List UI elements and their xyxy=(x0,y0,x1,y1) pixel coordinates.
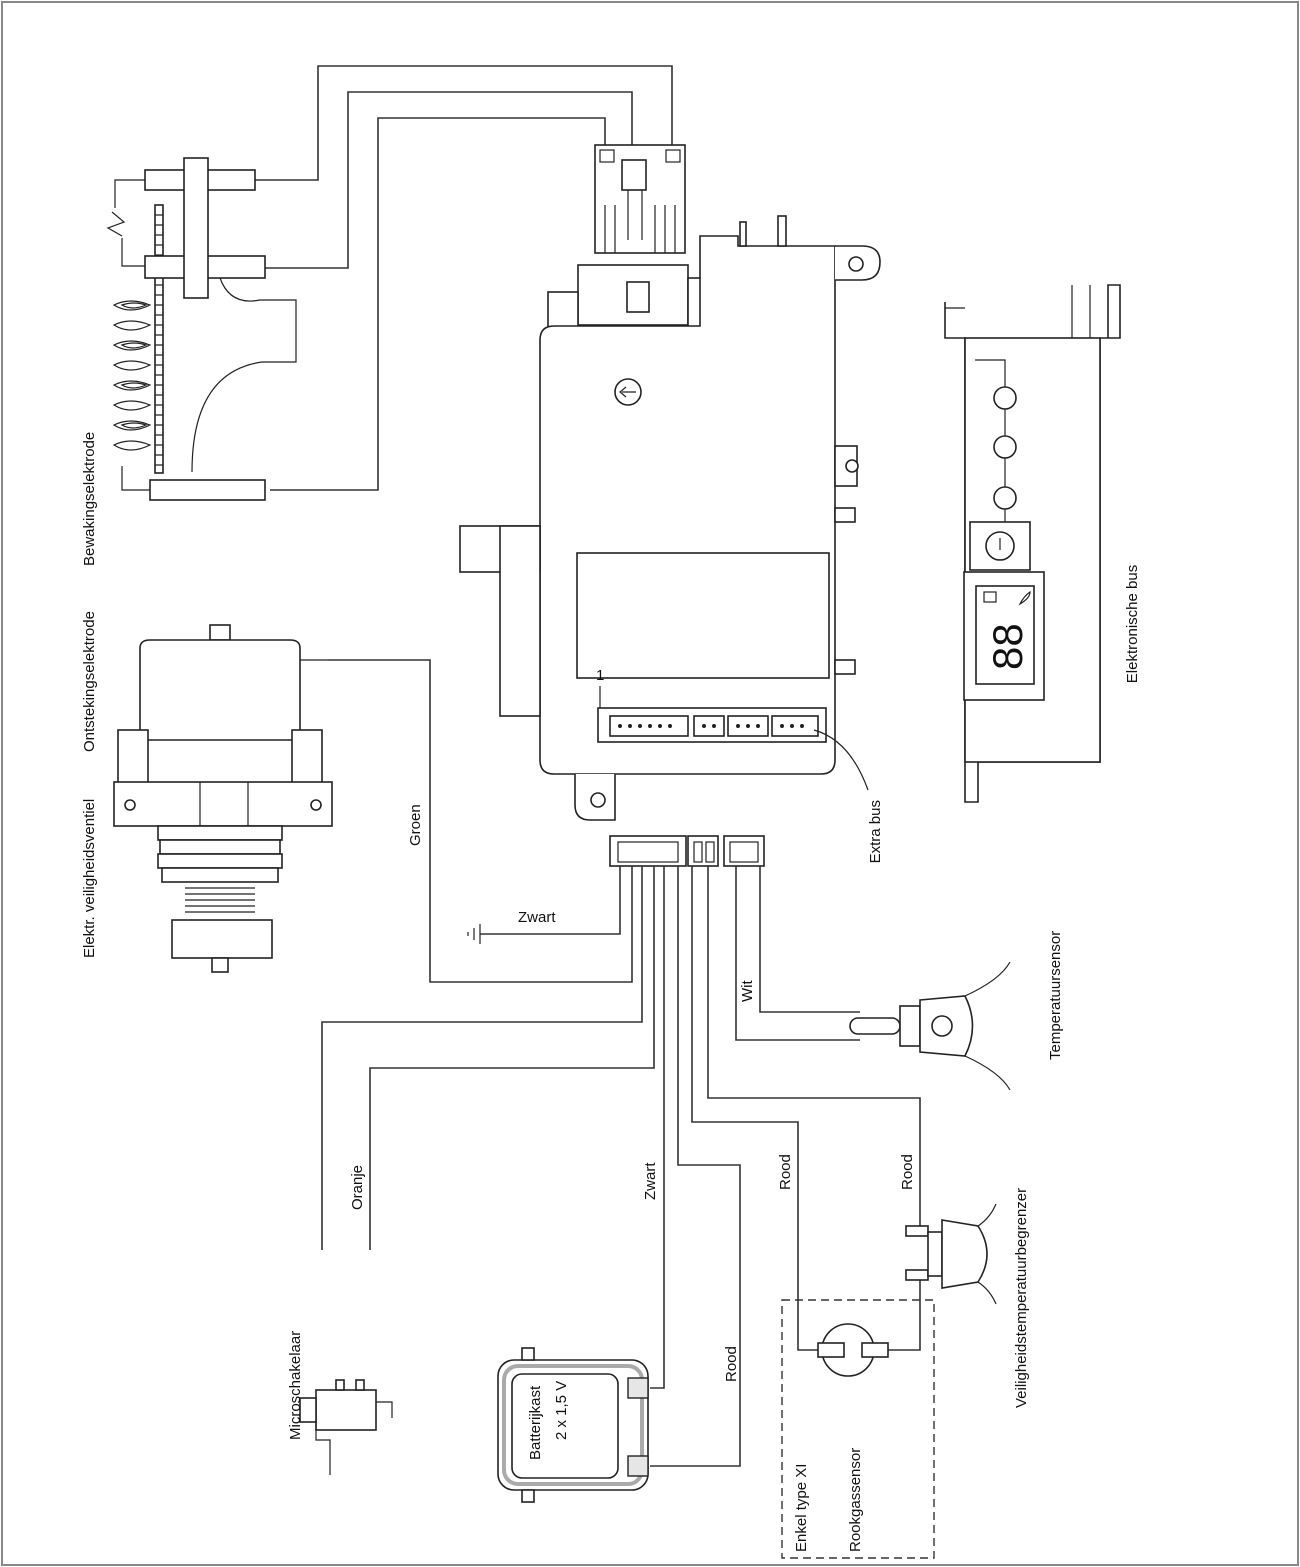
enkel-type-label: Enkel type XI xyxy=(793,1464,810,1552)
temperature-sensor xyxy=(849,961,1011,1091)
batterijkast-label: Batterijkast xyxy=(527,1385,544,1460)
batterijkast-voltage-label: 2 x 1,5 V xyxy=(553,1381,570,1440)
veiligheidsventiel-label: Elektr. veiligheidsventiel xyxy=(81,799,98,958)
veiligheidstemperatuurbegrenzer-label: Veiligheidstemperatuurbegrenzer xyxy=(1013,1188,1030,1408)
flue-gas-sensor xyxy=(781,1299,935,1559)
wire-label-rood-flue: Rood xyxy=(777,1154,794,1190)
lower-connectors xyxy=(609,835,765,867)
connector-pin-label: 1 xyxy=(596,667,604,684)
wire-label-groen: Groen xyxy=(407,804,424,846)
display-digits: 88 xyxy=(984,623,1031,670)
wire-label-wit: Wit xyxy=(739,980,756,1002)
indicator-led-icon xyxy=(993,486,1017,510)
battery-box xyxy=(497,1347,649,1503)
wire-label-rood-limiter: Rood xyxy=(899,1154,916,1190)
indicator-led-icon xyxy=(993,386,1017,410)
wire-label-zwart-battery: Zwart xyxy=(642,1162,659,1200)
temperature-limiter xyxy=(905,1203,997,1305)
wire-label-rood-battery: Rood xyxy=(723,1346,740,1382)
burner-assembly xyxy=(106,157,297,501)
upper-harness xyxy=(255,65,673,491)
microswitch xyxy=(299,1379,393,1475)
ignition-electrode xyxy=(106,157,297,473)
flame-indicator-icon xyxy=(1018,590,1031,606)
label-window xyxy=(576,552,830,679)
wire-label-zwart-ground: Zwart xyxy=(518,909,556,926)
flame-icons xyxy=(112,300,152,451)
spark-icon xyxy=(106,211,126,237)
extra-bus-label: Extra bus xyxy=(867,800,884,863)
temperatuursensor-label: Temperatuursensor xyxy=(1047,931,1064,1060)
monitoring-electrode xyxy=(121,466,266,501)
wire-label-oranje: Oranje xyxy=(349,1165,366,1210)
ontstekingselektrode-label: Ontstekingselektrode xyxy=(81,611,98,752)
rookgassensor-label: Rookgassensor xyxy=(847,1448,864,1552)
indicator-led-icon xyxy=(993,435,1017,459)
electronic-bus: 88 xyxy=(944,284,1121,803)
microschakelaar-label: Microschakelaar xyxy=(287,1331,304,1440)
ground-icon xyxy=(467,924,481,944)
bewakingselektrode-label: Bewakingselektrode xyxy=(81,432,98,566)
control-unit: 1 xyxy=(459,215,881,821)
safety-valve xyxy=(113,624,333,973)
upper-plug xyxy=(594,144,686,254)
elektronische-bus-label: Elektronische bus xyxy=(1124,565,1141,683)
